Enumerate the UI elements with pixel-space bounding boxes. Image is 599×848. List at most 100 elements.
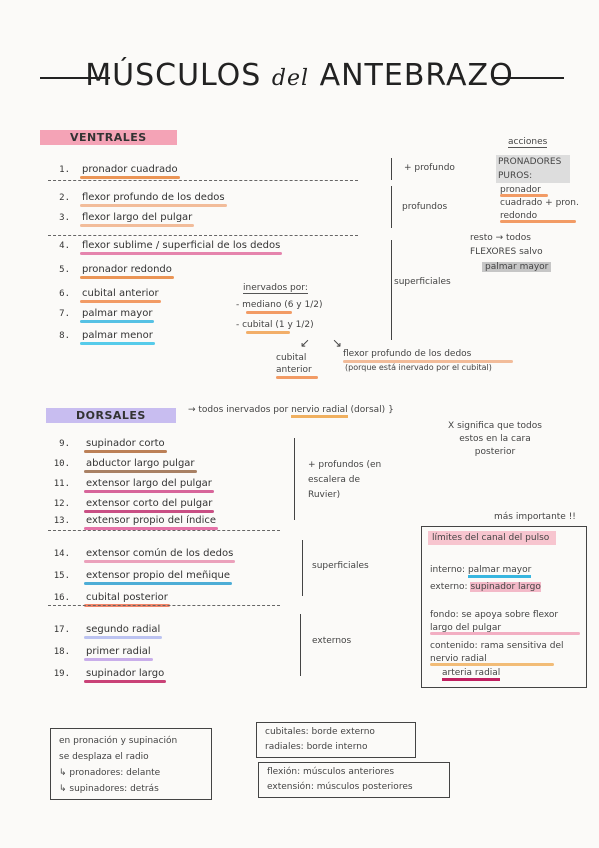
canal-interno: interno: palmar mayor [430, 565, 532, 578]
item-number: 8. [59, 331, 70, 341]
inervado-mediano: - mediano (6 y 1/2) [236, 300, 323, 310]
muscle-underline [84, 510, 215, 513]
acciones-title: acciones [508, 137, 548, 148]
movements-box: flexión: músculos anteriores extensión: … [258, 762, 450, 798]
muscle-name: extensor largo del pulgar [86, 478, 212, 489]
dorsales-label: DORSALES [46, 408, 176, 423]
item-number: 12. [53, 499, 70, 509]
item-number: 5. [59, 265, 70, 275]
muscle-name: extensor propio del meñique [86, 570, 231, 581]
canal-externo: externo: supinador largo [430, 581, 580, 593]
muscle-underline [84, 560, 236, 563]
item-number: 16. [53, 593, 70, 603]
underline [276, 376, 318, 379]
muscle-underline [80, 300, 161, 303]
title-del: del [271, 66, 310, 91]
nerve-paren: (dorsal) [350, 405, 386, 415]
arrow-left-target: cubital anterior [276, 353, 312, 375]
muscle-underline [80, 252, 283, 255]
muscle-underline [80, 320, 155, 323]
item-number: 11. [53, 479, 70, 489]
item-number: 19. [53, 669, 70, 679]
muscle-underline [80, 224, 195, 227]
item-number: 1. [59, 165, 70, 175]
item-number: 17. [53, 625, 70, 635]
item-number: 2. [59, 193, 70, 203]
canal-box: límites del canal del pulso interno: pal… [421, 526, 587, 688]
brace [385, 158, 392, 180]
muscle-underline [84, 450, 167, 453]
nerve-name: nervio radial [291, 405, 348, 418]
item-number: 10. [53, 459, 70, 469]
muscle-name: cubital anterior [82, 288, 159, 299]
underline [246, 331, 290, 334]
x-note: X significa que todos estos en la cara p… [448, 421, 542, 457]
brace-note: profundos [402, 202, 448, 212]
muscle-name: supinador corto [86, 438, 165, 449]
box-line: se desplaza el radio [59, 752, 149, 762]
arrow-right-note: (porque está inervado por el cubital) [345, 363, 492, 372]
muscle-name: cubital posterior [86, 592, 168, 603]
muscle-underline [84, 527, 219, 530]
externo-value: supinador largo [470, 582, 541, 592]
canal-header: más importante !! [494, 512, 576, 522]
muscle-name: palmar menor [82, 330, 153, 341]
item-number: 6. [59, 289, 70, 299]
separator [48, 605, 280, 606]
muscle-name: abductor largo pulgar [86, 458, 195, 469]
muscle-name: flexor profundo de los dedos [82, 192, 225, 203]
arrow-icon: ↘ [332, 336, 343, 350]
close-brace-icon: } [388, 405, 394, 415]
inervados-title: inervados por: [243, 283, 308, 294]
box-line: cubitales: borde externo [265, 727, 375, 737]
muscle-name: extensor corto del pulgar [86, 498, 213, 509]
underline [430, 632, 580, 635]
muscle-underline [84, 680, 167, 683]
canal-fondo: fondo: se apoya sobre flexor largo del p… [430, 610, 559, 633]
canal-arteria: arteria radial [442, 668, 501, 681]
muscle-name: extensor propio del índice [86, 515, 217, 526]
box-line: en pronación y supinación [59, 736, 178, 746]
title-rest: ANTEBRAZO [319, 58, 514, 93]
brace-note: superficiales [312, 561, 369, 571]
canal-contenido: contenido: rama sensitiva del nervio rad… [430, 640, 582, 666]
resto-exception: palmar mayor [482, 262, 552, 272]
muscle-underline [80, 276, 174, 279]
muscle-name: flexor largo del pulgar [82, 212, 193, 223]
interno-label: interno: [430, 565, 466, 575]
separator [48, 530, 280, 531]
interno-value: palmar mayor [467, 565, 532, 578]
box-text: en pronación y supinación se desplaza el… [59, 733, 177, 797]
underline [343, 360, 513, 363]
underline [430, 663, 554, 666]
muscle-underline [80, 204, 227, 207]
muscle-name: pronador cuadrado [82, 164, 178, 175]
pronation-box: en pronación y supinación se desplaza el… [50, 728, 212, 800]
box-line: ↳ pronadores: delante [59, 768, 161, 778]
muscle-name: primer radial [86, 646, 151, 657]
muscle-name: pronador redondo [82, 264, 172, 275]
item-number: 9. [59, 439, 70, 449]
arrow-right-target: flexor profundo de los dedos [343, 349, 472, 359]
underline [246, 311, 292, 314]
brace [296, 540, 303, 596]
inervado-cubital: - cubital (1 y 1/2) [236, 320, 314, 330]
separator [48, 180, 358, 181]
muscle-underline [80, 176, 180, 179]
box-line: ↳ supinadores: detrás [59, 784, 159, 794]
box-line: radiales: borde interno [265, 742, 368, 752]
muscle-underline [84, 636, 163, 639]
puros-label: PRONADORES PUROS: [496, 155, 570, 183]
brace [385, 240, 392, 340]
resto-note: resto → todos FLEXORES salvo [470, 233, 543, 257]
puros-list: pronador cuadrado + pron. redondo [500, 185, 579, 221]
item-number: 7. [59, 309, 70, 319]
item-number: 4. [59, 241, 70, 251]
inervado-text: - mediano (6 y 1/2) [236, 300, 323, 310]
brace-note: + profundos (en escalera de Ruvier) [308, 460, 382, 500]
item-number: 14. [53, 549, 70, 559]
contenido-value: rama sensitiva del nervio radial [430, 641, 564, 664]
brace [294, 614, 301, 676]
box-line: flexión: músculos anteriores [267, 767, 395, 777]
muscle-name: extensor común de los dedos [86, 548, 234, 559]
